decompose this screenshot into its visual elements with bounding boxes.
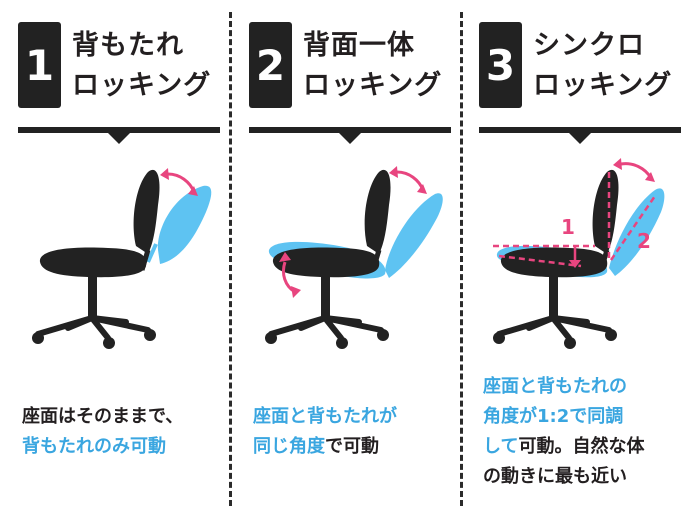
down-pointer-icon: [339, 133, 361, 144]
title-underline: [479, 127, 681, 133]
down-pointer-icon: [108, 133, 130, 144]
desc-line3-black: 可動。自然な体: [518, 436, 645, 457]
chair-synchro-rocking-illustration: 1 2: [493, 158, 665, 349]
desc-line3: して可動。自然な体: [483, 432, 690, 462]
panel-title: 背もたれ ロッキング: [72, 26, 228, 106]
panel-number-badge: 2: [249, 22, 292, 108]
panel-description: 座面はそのままで、 背もたれのみ可動: [22, 402, 232, 462]
desc-line1: 座面はそのままで、: [22, 406, 184, 427]
desc-line2-blue: 同じ角度: [253, 436, 325, 457]
panel-title-line2: ロッキング: [533, 70, 673, 101]
panel-title-line2: ロッキング: [72, 70, 212, 101]
panel-back-rocking: 1 背もたれ ロッキング 座面はそのままで、 背もたれのみ可動: [8, 0, 228, 518]
desc-line3-blue: して: [483, 436, 519, 457]
panel-title: 背面一体 ロッキング: [303, 26, 459, 106]
panel-divider-2: [460, 12, 463, 506]
panel-title-line1: 背面一体: [303, 30, 415, 61]
backrest-rotation-arrow-icon: [620, 162, 653, 179]
panel-title-line1: シンクロ: [533, 30, 645, 61]
chair-back-rocking-illustration: [32, 168, 212, 349]
backrest-rotation-arrow-icon: [396, 170, 425, 191]
tilted-backrest-shape: [157, 185, 212, 264]
desc-line2: 角度が1:2で同調: [483, 406, 624, 427]
title-underline: [18, 127, 220, 133]
panel-title-line2: ロッキング: [303, 70, 443, 101]
backrest-shape: [592, 169, 619, 254]
chair-integrated-rocking-illustration: [265, 166, 443, 349]
panel-title: シンクロ ロッキング: [533, 26, 689, 106]
angle-label-2: 2: [637, 229, 651, 253]
backrest-shape: [364, 169, 391, 254]
rotation-arrow-icon: [167, 172, 196, 193]
tilted-backrest-shape: [609, 188, 665, 276]
desc-line2: 背もたれのみ可動: [22, 436, 166, 457]
seat-shape: [272, 247, 380, 278]
desc-line1: 座面と背もたれが: [253, 406, 397, 427]
desc-line1: 座面と背もたれの: [483, 376, 627, 397]
title-underline: [249, 127, 451, 133]
panel-synchro-rocking: 3 シンクロ ロッキング 1 2 座面と背もたれの: [469, 0, 689, 518]
seat-shape: [39, 247, 147, 278]
down-pointer-icon: [569, 133, 591, 144]
angle-label-1: 1: [561, 215, 575, 239]
panel-description: 座面と背もたれの 角度が1:2で同調 して可動。自然な体 の動きに最も近い: [483, 372, 690, 492]
panel-divider-1: [229, 12, 232, 506]
panel-title-line1: 背もたれ: [72, 30, 184, 61]
panel-description: 座面と背もたれが 同じ角度で可動: [253, 402, 463, 462]
panel-integrated-rocking: 2 背面一体 ロッキング 座面と背もたれが 同じ角度で可動: [239, 0, 459, 518]
desc-line2: 同じ角度で可動: [253, 432, 463, 462]
panel-number-badge: 3: [479, 22, 522, 108]
desc-line2-black: で可動: [325, 436, 379, 457]
backrest-shape: [133, 169, 160, 254]
desc-line4: の動きに最も近い: [483, 466, 627, 487]
tilted-backrest-shape: [385, 193, 443, 278]
panel-number-badge: 1: [18, 22, 61, 108]
